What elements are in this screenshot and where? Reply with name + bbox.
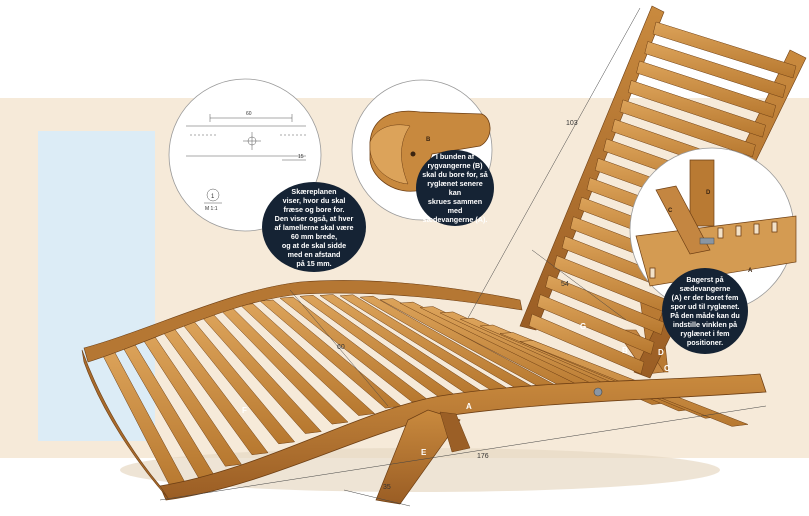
- dim-length: 176: [477, 453, 489, 460]
- label-d: D: [658, 348, 664, 357]
- seat-rail-a: [159, 373, 767, 501]
- callout-line: af lamellerne skal være: [274, 222, 354, 232]
- callout-line: og at de skal sidde: [281, 240, 347, 250]
- front-leg-e: [375, 409, 461, 505]
- callout-line: Bagerst på: [686, 275, 724, 284]
- label-b: B: [622, 346, 628, 355]
- plan-dim-60: 60: [246, 111, 252, 117]
- callout-line: rygvangerne (B): [427, 161, 483, 170]
- dimension-lines: [159, 7, 767, 507]
- backrest-rail-left: [519, 5, 665, 331]
- callout-line: viser, hvor du skal: [282, 195, 346, 205]
- dim-height: 103: [566, 120, 578, 127]
- callout-line: På den måde kan du: [670, 311, 740, 320]
- backrest-slat: [619, 99, 756, 158]
- callout-line: sædevangerne (A).: [422, 215, 488, 224]
- backrest-slat: [627, 80, 766, 138]
- backrest-slat: [545, 274, 665, 335]
- callout-line: I bunden af: [435, 152, 475, 161]
- dim-seat-width: 60: [337, 344, 345, 351]
- callout-line: skal du bore for, så: [422, 170, 488, 179]
- detail-label-a: A: [748, 268, 753, 274]
- callout-line: sædevangerne: [679, 284, 731, 293]
- backrest-slat: [636, 60, 777, 118]
- front-rail-f: [81, 349, 169, 499]
- callout-line: ryglænet senere kan: [427, 179, 483, 197]
- dim-leg: 35: [383, 484, 391, 491]
- callout-line: skrues sammen med: [427, 197, 483, 215]
- front-leg-e-back: [439, 411, 471, 453]
- plan-dim-15: 15: [298, 154, 304, 160]
- dim-backrest-width: 54: [561, 281, 569, 288]
- callout-line: fræse og bore for.: [283, 204, 345, 214]
- seat-rail-far: [83, 280, 523, 363]
- callout-line: med en afstand: [287, 249, 341, 259]
- detail-rear-slots: C D A: [629, 147, 797, 313]
- backrest-slat: [652, 21, 797, 79]
- part-labels: A B C D E F G: [242, 322, 670, 457]
- label-a: A: [466, 402, 472, 411]
- callout-line: indstille vinklen på: [672, 320, 738, 329]
- backrest-slat: [536, 294, 655, 355]
- callout-line: 60 mm brede,: [290, 231, 338, 241]
- callout-line: (A) er der boret fem: [671, 293, 739, 302]
- bolt: [593, 387, 603, 397]
- plan-ref-number: 1: [211, 194, 215, 200]
- backrest-slat: [644, 41, 787, 99]
- detail-label-b: B: [426, 137, 431, 143]
- plan-scale: M 1:1: [205, 206, 218, 212]
- dimension-labels: 103 54 60 176 35: [337, 120, 578, 491]
- callout-line: ryglænet i fem: [680, 329, 730, 338]
- callout-line: positioner.: [686, 338, 724, 347]
- label-f: F: [242, 406, 247, 415]
- label-c: C: [664, 364, 670, 373]
- callout-line: på 15 mm.: [296, 258, 332, 268]
- backrest-slat: [528, 313, 645, 375]
- detail-label-d: D: [706, 190, 711, 196]
- callout-line: Skæreplanen: [291, 186, 337, 196]
- callout-line: spor ud til ryglænet.: [670, 302, 740, 311]
- callout-line: Den viser også, at hver: [274, 213, 354, 223]
- detail-label-c: C: [668, 208, 673, 214]
- label-e: E: [421, 448, 427, 457]
- label-g: G: [580, 322, 586, 331]
